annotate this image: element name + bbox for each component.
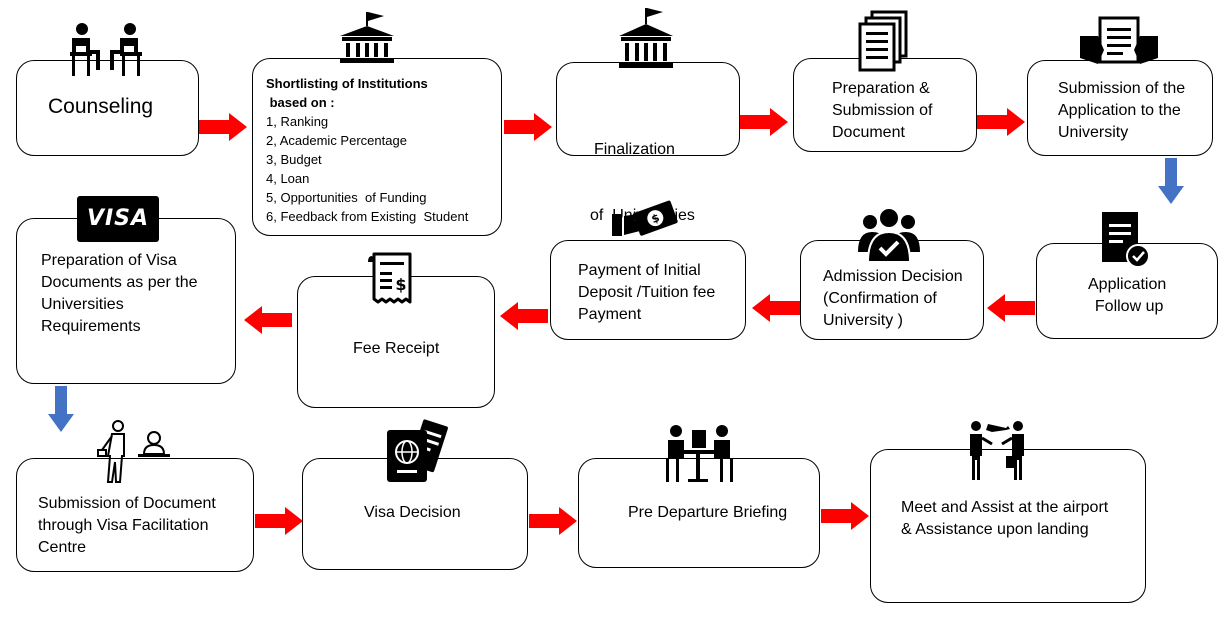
meeting-table-icon <box>666 425 733 482</box>
arrow-shortlisting-to-finalization <box>504 113 552 141</box>
group-check-icon <box>858 207 920 263</box>
arrow-counseling-to-shortlisting <box>199 113 247 141</box>
document-check-icon <box>1102 212 1150 268</box>
step-airport <box>870 449 1146 603</box>
documents-stack-icon <box>858 10 908 72</box>
step-shortlisting <box>252 58 502 236</box>
step-payment-label: Payment of Initial Deposit /Tuition fee … <box>578 262 716 323</box>
step-preparation <box>793 58 977 152</box>
arrow-vfc-to-visa-decision <box>255 507 303 535</box>
step-visa-preparation <box>16 218 236 384</box>
step-followup-label: Application Follow up <box>1088 276 1167 315</box>
step-visa-facilitation-label: Submission of Document through Visa Faci… <box>38 495 216 556</box>
arrow-briefing-to-airport <box>821 502 869 530</box>
step-pre-departure-label: Pre Departure Briefing <box>628 504 788 521</box>
step-submission-application-label: Submission of the Application to the Uni… <box>1058 80 1186 141</box>
institution-building-icon <box>340 12 394 63</box>
step-counseling <box>16 60 199 156</box>
arrow-submission-to-followup <box>1158 158 1184 204</box>
step-visa-decision-label: Visa Decision <box>364 504 461 521</box>
step-visa-preparation-label: Preparation of Visa Documents as per the… <box>41 252 198 335</box>
step-preparation-label: Preparation & Submission of Document <box>832 80 933 141</box>
arrow-visa-prep-to-vfc <box>48 386 74 432</box>
step-fee-receipt-label: Fee Receipt <box>353 340 440 357</box>
passport-icon <box>387 419 448 482</box>
university-building-icon <box>619 8 673 68</box>
svg-text:$: $ <box>650 211 662 226</box>
visa-logo-text: VISA <box>86 206 150 231</box>
arrow-finalization-to-preparation <box>740 108 788 136</box>
person-counter-icon <box>97 420 170 483</box>
counseling-people-icon <box>70 23 142 76</box>
arrow-admission-to-payment <box>752 294 800 322</box>
step-visa-facilitation <box>16 458 254 572</box>
arrow-followup-to-admission <box>987 294 1035 322</box>
airport-meet-icon <box>970 421 1024 480</box>
step-counseling-label: Counseling <box>48 95 154 118</box>
step-finalization <box>556 62 740 156</box>
document-hands-icon <box>1080 16 1158 64</box>
receipt-icon: $ <box>368 252 412 304</box>
step-payment <box>550 240 746 340</box>
visa-card-icon: VISA <box>77 196 159 242</box>
step-submission-application <box>1027 60 1213 156</box>
step-airport-label: Meet and Assist at the airport & Assista… <box>901 499 1109 538</box>
svg-text:$: $ <box>395 275 406 294</box>
step-admission-label: Admission Decision (Confirmation of Univ… <box>823 268 963 329</box>
arrow-payment-to-receipt <box>500 302 548 330</box>
arrow-visa-decision-to-briefing <box>529 507 577 535</box>
arrow-receipt-to-visa-prep <box>244 306 292 334</box>
arrow-preparation-to-submission <box>977 108 1025 136</box>
cash-hand-icon: $ <box>612 200 678 236</box>
step-shortlisting-text: Shortlisting of Institutions based on : … <box>266 76 469 224</box>
